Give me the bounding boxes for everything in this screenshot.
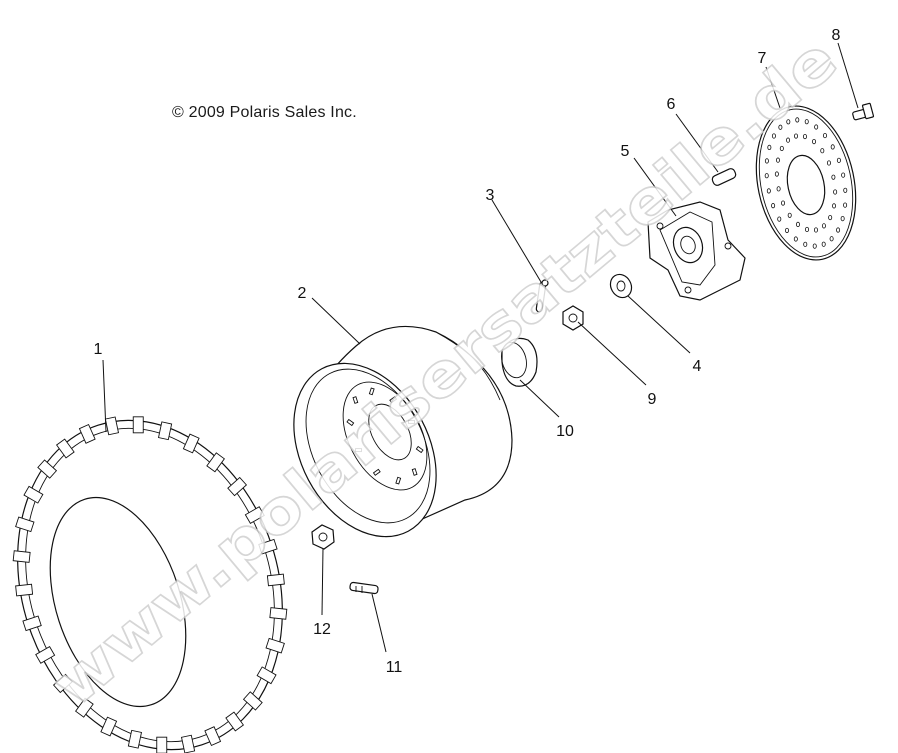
leader-lines (102, 42, 859, 653)
callout-4: 4 (693, 358, 702, 375)
castle-nut-part (562, 305, 584, 331)
callout-11: 11 (386, 659, 403, 676)
wheel-hub-part (647, 201, 746, 301)
brake-disc-part (755, 105, 857, 261)
lug-nut-part (311, 524, 335, 550)
washer-part (609, 273, 633, 299)
hub-cap-part (501, 337, 538, 387)
tire-part (12, 416, 288, 753)
callout-labels: 1 2 3 4 5 6 7 8 9 10 11 12 (94, 27, 841, 676)
callout-5: 5 (621, 143, 630, 160)
cotter-pin-part (535, 279, 549, 313)
callout-7: 7 (758, 50, 767, 67)
callout-1: 1 (94, 341, 103, 358)
hub-stud-part (711, 168, 737, 186)
wheel-rim-part (293, 325, 513, 538)
valve-stem-part (349, 581, 379, 595)
callout-6: 6 (667, 96, 676, 113)
callout-12: 12 (313, 621, 331, 638)
callout-9: 9 (648, 391, 657, 408)
callout-2: 2 (298, 285, 307, 302)
callout-10: 10 (556, 423, 574, 440)
callout-8: 8 (832, 27, 841, 44)
disc-bolt-part (852, 102, 875, 121)
copyright-notice: © 2009 Polaris Sales Inc. (172, 104, 357, 121)
watermark: www.polarisersatzteile.de (40, 24, 851, 720)
callout-3: 3 (486, 187, 495, 204)
